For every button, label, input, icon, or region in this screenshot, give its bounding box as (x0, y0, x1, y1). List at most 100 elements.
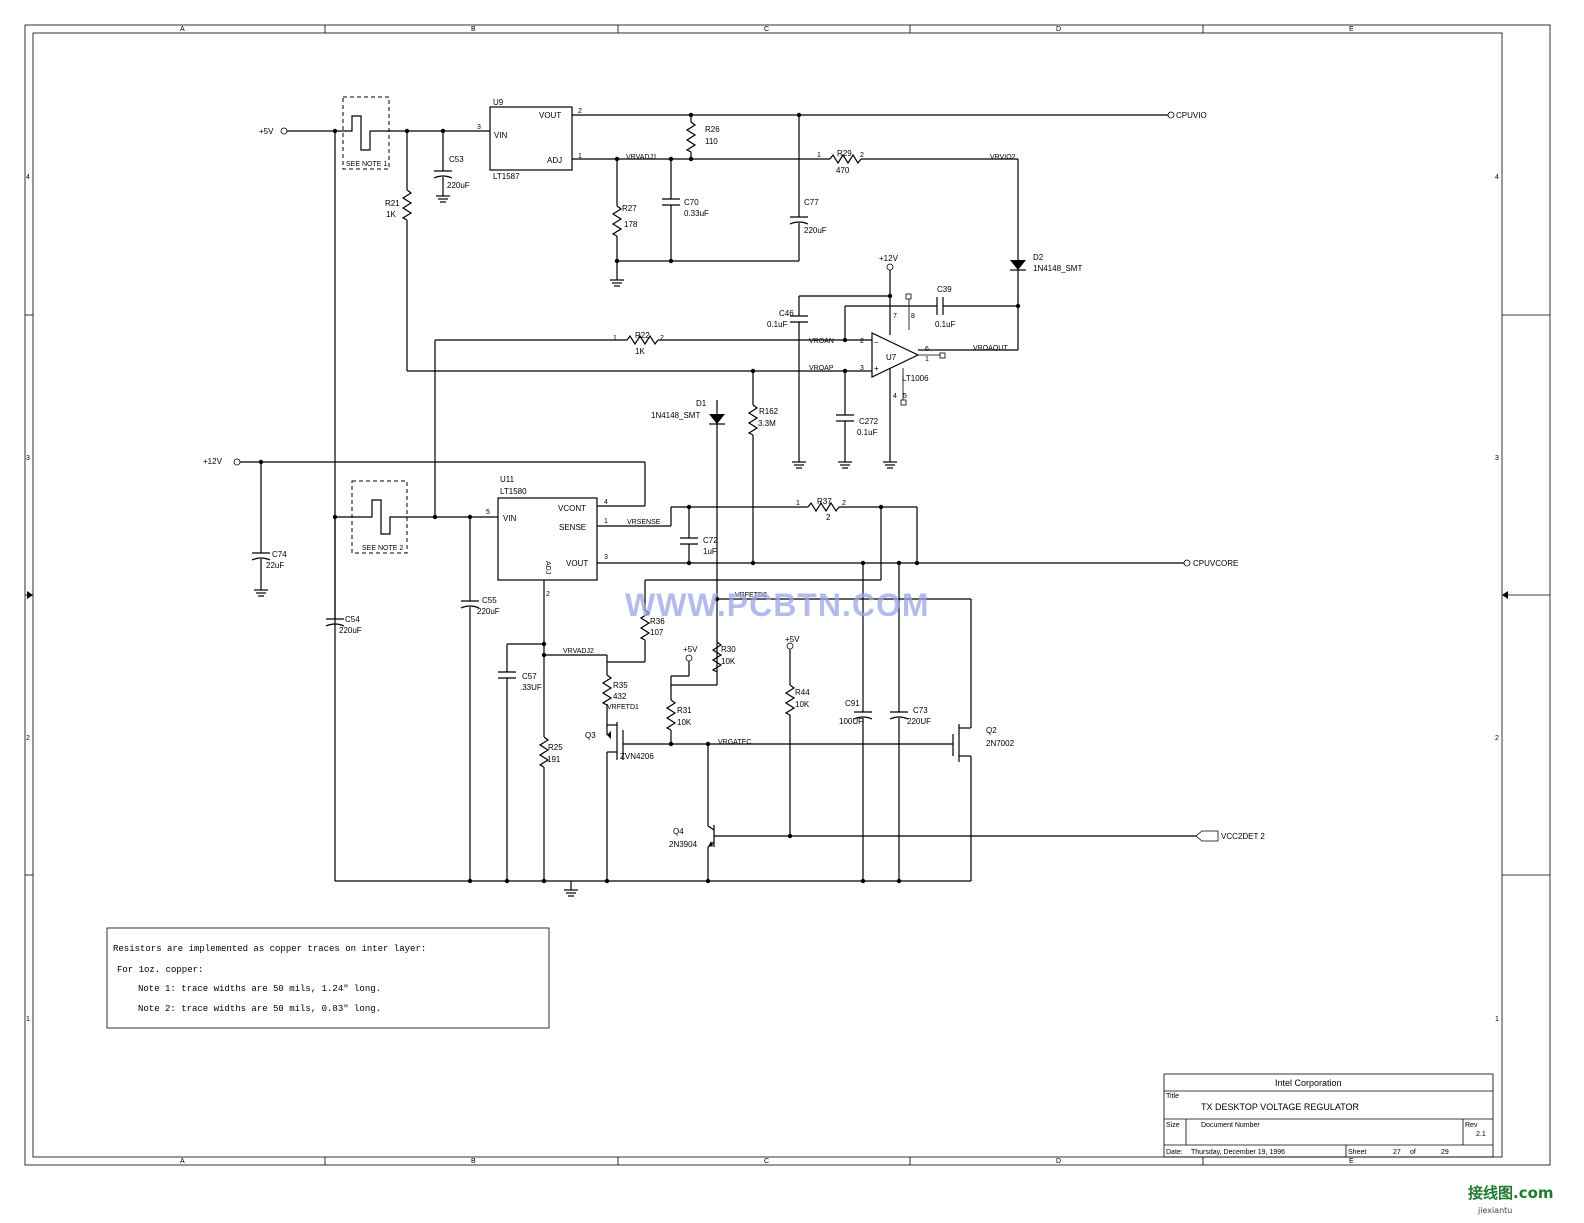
port-12v-core (233, 458, 241, 466)
port-cpuvio (1167, 111, 1175, 119)
watermark-logo: 接线图.com (1468, 1184, 1554, 1202)
c272-ref: C272 (859, 417, 879, 426)
q2-ref: Q2 (986, 726, 997, 735)
c77-ref: C77 (804, 198, 819, 207)
drawing-frame (24, 24, 1551, 1166)
u11-ref: U11 (500, 475, 515, 484)
c74-value: 22uF (266, 561, 284, 570)
u11-adj-pin: ADJ (544, 561, 551, 574)
tb-title-label: Title (1166, 1093, 1179, 1100)
u9-part: LT1587 (493, 172, 520, 181)
frame-row-label: 2 (26, 735, 30, 742)
r29-value: 470 (836, 166, 850, 175)
r22-ref: R22 (635, 331, 650, 340)
frame-row-labels: 4 3 2 1 4 3 2 1 (26, 174, 1499, 1023)
net-label-12v: +12V (879, 254, 899, 263)
r35-value: 432 (613, 692, 627, 701)
svg-text:4: 4 (893, 393, 897, 400)
r29-resistor (829, 153, 862, 165)
c53-ref: C53 (449, 155, 464, 164)
svg-text:2: 2 (860, 338, 864, 345)
r29-ref: R29 (837, 149, 852, 158)
c272-value: 0.1uF (857, 428, 878, 437)
u9-vout-pin: VOUT (539, 111, 561, 120)
d2-diode (1010, 260, 1026, 270)
svg-text:1: 1 (817, 152, 821, 159)
net-label-5v-c: +5V (785, 635, 800, 644)
c70-ref: C70 (684, 198, 699, 207)
net-label-vroap: VROAP (809, 365, 834, 372)
svg-text:8: 8 (911, 313, 915, 320)
c39-ref: C39 (937, 285, 952, 294)
copper-trace-resistor-2 (355, 499, 407, 535)
tb-rev: 2.1 (1476, 1131, 1486, 1138)
port-cpuvcore (1183, 559, 1191, 567)
vio-regulator-section: +5V SEE NOTE 1 C53 220uF R21 1K U9 LT158… (259, 96, 1207, 881)
c91-value: 100UF (839, 717, 863, 726)
title-block: Intel Corporation Title TX DESKTOP VOLTA… (1163, 1073, 1494, 1158)
d2-part: 1N4148_SMT (1033, 264, 1082, 273)
q2-part: 2N7002 (986, 739, 1015, 748)
tb-title: TX DESKTOP VOLTAGE REGULATOR (1201, 1102, 1360, 1112)
svg-text:2: 2 (660, 335, 664, 342)
r31-resistor (665, 699, 677, 731)
frame-col-label: A (180, 26, 185, 33)
r35-ref: R35 (613, 681, 628, 690)
svg-text:5: 5 (486, 509, 490, 516)
svg-text:7: 7 (893, 313, 897, 320)
svg-text:2: 2 (842, 500, 846, 507)
q4-ref: Q4 (673, 827, 684, 836)
frame-row-label: 4 (1495, 174, 1499, 181)
frame-row-label: 2 (1495, 735, 1499, 742)
r22-value: 1K (635, 347, 645, 356)
r26-resistor (685, 121, 697, 153)
tb-date-label: Date: (1166, 1149, 1183, 1156)
q4-part: 2N3904 (669, 840, 698, 849)
frame-col-label: C (764, 26, 769, 33)
c57-value: .33UF (520, 683, 542, 692)
tb-sheet: 27 (1393, 1149, 1401, 1156)
d1-part: 1N4148_SMT (651, 411, 700, 420)
r36-value: 107 (650, 628, 664, 637)
r162-resistor (747, 404, 759, 436)
c55-ref: C55 (482, 596, 497, 605)
net-label-vroaout: VROAOUT (973, 345, 1008, 352)
r44-value: 10K (795, 700, 810, 709)
r21-value: 1K (386, 210, 396, 219)
r37-resistor (807, 501, 840, 513)
r26-value: 110 (705, 137, 718, 146)
tb-docnum-label: Document Number (1201, 1122, 1260, 1129)
copper-trace-resistor-1 (345, 115, 389, 151)
notes-box: Resistors are implemented as copper trac… (106, 927, 550, 1029)
watermark-logo-sub: jiexiantu (1477, 1206, 1512, 1215)
r37-ref: R37 (817, 497, 832, 506)
c53-value: 220uF (447, 181, 470, 190)
svg-text:3: 3 (860, 365, 864, 372)
q3-ref: Q3 (585, 731, 596, 740)
r30-resistor (711, 641, 723, 673)
r27-ref: R27 (622, 204, 637, 213)
r31-ref: R31 (677, 706, 692, 715)
u9-adj-pin: ADJ (547, 156, 562, 165)
net-label-vcc2det: VCC2DET 2 (1221, 832, 1265, 841)
see-note-2-label: SEE NOTE 2 (362, 545, 403, 552)
svg-text:3: 3 (604, 554, 608, 561)
net-label-5v-b: +5V (683, 645, 698, 654)
net-label-vrvadj2: VRVADJ2 (563, 648, 594, 655)
frame-row-label: 1 (26, 1016, 30, 1023)
net-label-12v-core: +12V (203, 457, 223, 466)
c73-ref: C73 (913, 706, 928, 715)
net-label-vrvio2: VRVIO2 (990, 154, 1016, 161)
port-5v (280, 127, 288, 135)
net-label-vrgatec: VRGATEC (718, 739, 751, 746)
u11-regulator (497, 497, 598, 581)
r21-ref: R21 (385, 199, 400, 208)
c70-value: 0.33uF (684, 209, 709, 218)
net-label-vroan: VROAN (809, 338, 834, 345)
r162-value: 3.3M (758, 419, 776, 428)
r162-ref: R162 (759, 407, 779, 416)
net-label-cpuvcore: CPUVCORE (1193, 559, 1238, 568)
svg-text:1: 1 (613, 335, 617, 342)
frame-row-label: 1 (1495, 1016, 1499, 1023)
r25-value: 191 (547, 755, 561, 764)
